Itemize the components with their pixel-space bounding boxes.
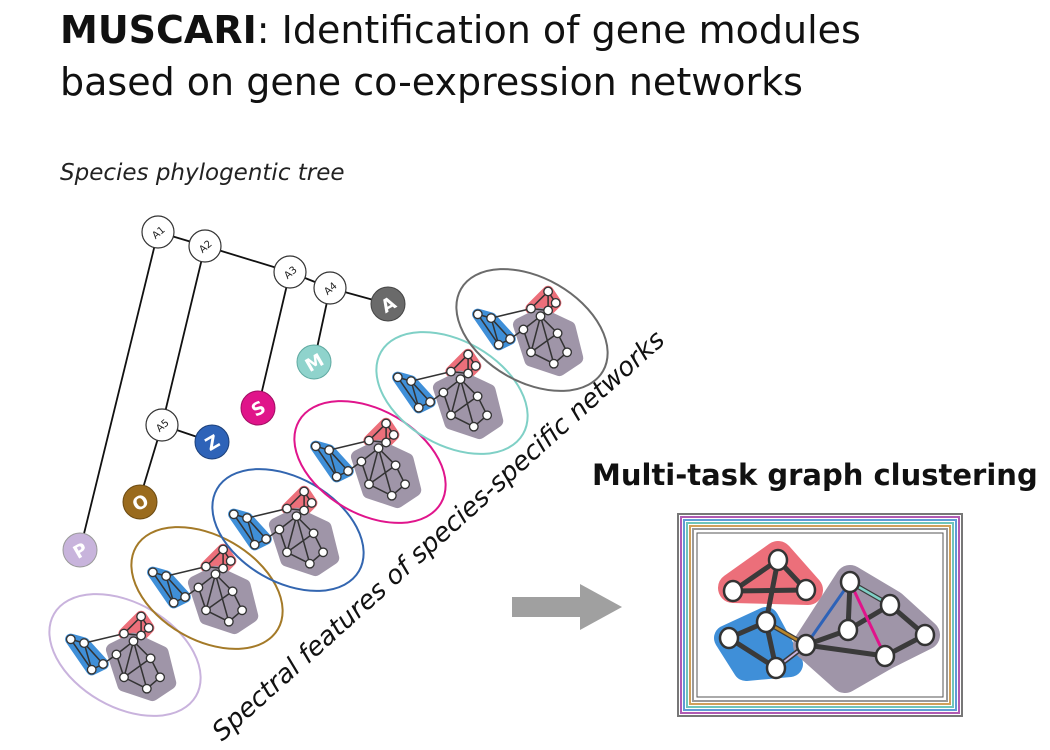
clustering-label: Multi-task graph clustering: [592, 458, 1038, 492]
species-node-s: S: [240, 390, 276, 426]
internal-node-a5: A5: [145, 408, 179, 442]
title-bold: MUSCARI: [60, 8, 257, 52]
internal-node-a3: A3: [273, 255, 307, 289]
internal-node-a4: A4: [313, 271, 347, 305]
network-a: [455, 268, 609, 392]
species-node-z: Z: [194, 424, 230, 460]
network-m: [375, 331, 529, 455]
tree-label: Species phylogentic tree: [60, 160, 345, 186]
internal-node-a2: A2: [188, 229, 222, 263]
network-o: [130, 526, 284, 650]
network-z: [211, 468, 365, 592]
species-node-m: M: [296, 344, 332, 380]
clustered-network: [714, 541, 940, 693]
network-s: [293, 400, 447, 524]
title-rest: : Identification of gene modules: [256, 8, 861, 52]
species-node-o: O: [122, 484, 158, 520]
arrow-icon: [512, 584, 622, 630]
internal-node-a1: A1: [141, 215, 175, 249]
title-line2: based on gene co-expression networks: [60, 60, 803, 104]
species-node-a: A: [370, 286, 406, 322]
species-node-p: P: [62, 532, 98, 568]
page-title: MUSCARI: Identification of gene modules b…: [60, 4, 861, 108]
